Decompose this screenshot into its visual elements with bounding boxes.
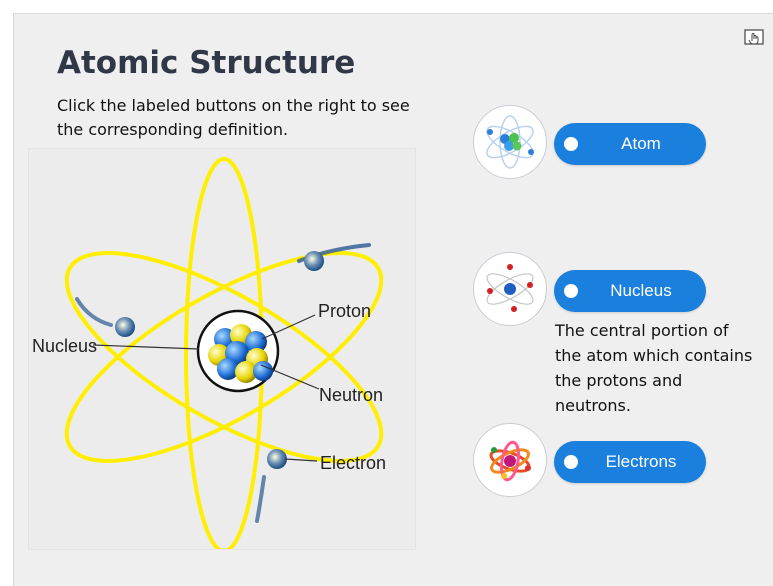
slide: Atomic Structure Click the labeled butto… — [13, 13, 773, 586]
nucleus-icon[interactable] — [473, 252, 547, 326]
definition-text: The central portion of the atom which co… — [555, 321, 753, 415]
leader-lines — [92, 314, 320, 462]
electrons-button-label: Electrons — [605, 452, 677, 471]
proton — [253, 361, 273, 381]
radio-dot-icon — [564, 137, 578, 151]
orbit-tilted-a — [64, 251, 384, 463]
orbit-tilted-b — [64, 251, 384, 463]
atom-icon[interactable] — [473, 105, 547, 179]
electrons-icon[interactable] — [473, 423, 547, 497]
nucleus-button-label: Nucleus — [610, 281, 672, 300]
proton — [245, 331, 267, 353]
radio-dot-icon — [564, 455, 578, 469]
electron — [267, 449, 287, 469]
label-neutron: Neutron — [319, 385, 383, 405]
nucleus — [196, 309, 280, 393]
label-electron: Electron — [320, 453, 386, 473]
electron — [115, 317, 135, 337]
proton — [217, 358, 239, 380]
electrons-button[interactable]: Electrons — [554, 441, 706, 483]
electron — [304, 251, 324, 271]
atom-button-label: Atom — [621, 134, 661, 153]
atom-button[interactable]: Atom — [554, 123, 706, 165]
instructions-text: Click the labeled buttons on the right t… — [57, 96, 410, 139]
nucleus-button[interactable]: Nucleus — [554, 270, 706, 312]
atom-diagram: Nucleus Proton Neutron Electron — [28, 148, 416, 550]
label-proton: Proton — [318, 301, 371, 321]
orbit-rings — [64, 157, 384, 549]
radio-dot-icon — [564, 284, 578, 298]
label-nucleus: Nucleus — [32, 336, 97, 356]
electrons — [115, 251, 324, 469]
page-title: Atomic Structure — [57, 45, 356, 81]
neutron — [235, 361, 257, 383]
touch-screen-icon[interactable] — [744, 29, 764, 47]
